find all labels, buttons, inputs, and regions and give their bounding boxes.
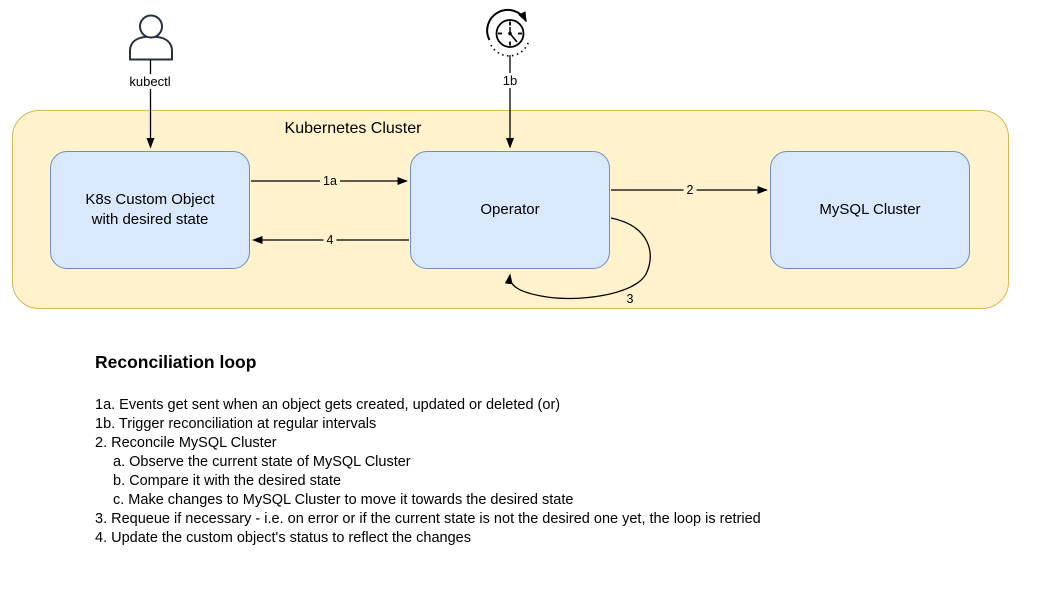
node-operator: Operator — [410, 151, 610, 269]
legend-line-1a: 1a. Events get sent when an object gets … — [95, 397, 561, 413]
recurring-timer-icon — [486, 8, 530, 57]
edge-label-1a: 1a — [320, 174, 340, 189]
legend-title: Reconciliation loop — [95, 352, 257, 372]
node-k8s-custom-object-label: K8s Custom Object with desired state — [85, 190, 215, 228]
node-mysql-cluster-label: MySQL Cluster — [819, 200, 921, 218]
node-mysql-cluster: MySQL Cluster — [770, 151, 970, 269]
edge-label-4: 4 — [323, 233, 337, 248]
edge-label-2: 2 — [683, 183, 697, 198]
edge-label-3: 3 — [626, 292, 634, 306]
legend: Reconciliation loop 1a. Events get sent … — [95, 352, 995, 548]
legend-line-2c: c. Make changes to MySQL Cluster to move… — [113, 492, 574, 508]
kubectl-label: kubectl — [126, 74, 174, 89]
node-operator-label: Operator — [480, 200, 540, 218]
legend-line-2a: a. Observe the current state of MySQL Cl… — [113, 454, 411, 470]
legend-line-2: 2. Reconcile MySQL Cluster — [95, 435, 277, 451]
legend-line-3: 3. Requeue if necessary - i.e. on error … — [95, 511, 761, 527]
timer-label-1b: 1b — [499, 73, 521, 88]
node-k8s-custom-object: K8s Custom Object with desired state — [50, 151, 250, 269]
user-icon — [129, 14, 173, 61]
legend-line-2b: b. Compare it with the desired state — [113, 473, 342, 489]
legend-line-1b: 1b. Trigger reconciliation at regular in… — [95, 416, 377, 432]
kubernetes-cluster-label: Kubernetes Cluster — [284, 120, 422, 137]
legend-line-4: 4. Update the custom object's status to … — [95, 530, 471, 546]
